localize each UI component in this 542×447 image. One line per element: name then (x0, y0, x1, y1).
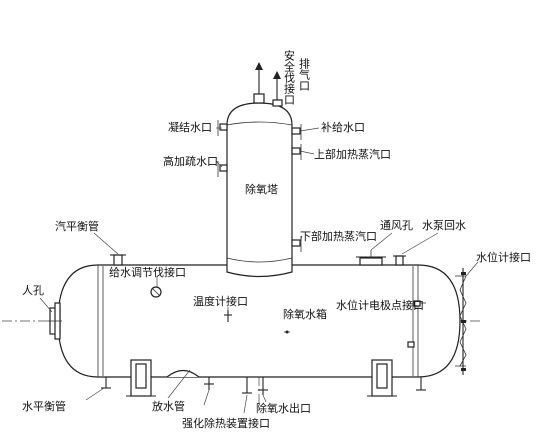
condensate-nozzle (219, 123, 228, 131)
deaerator-tower-shell (226, 102, 293, 278)
label-hp-drain: 高加疏水口 (163, 154, 218, 168)
label-safety-valve: 安全伐接口 (283, 49, 296, 105)
label-feedwater-valve: 给水调节伐接口 (109, 266, 186, 279)
hp-drain-nozzle (219, 164, 228, 172)
electrode-nozzles (407, 300, 426, 348)
feedwater-valve-nozzle (150, 286, 162, 298)
label-exhaust: 排气口 (298, 57, 311, 91)
label-pump-return: 水泵回水 (422, 219, 466, 232)
pump-return-nozzle (393, 255, 406, 266)
right-bottom-nozzle (416, 377, 426, 391)
label-level-gauge: 水位计接口 (476, 250, 531, 264)
upper-steam-nozzle (291, 147, 301, 155)
bottom-dome (166, 369, 200, 378)
water-balance-nozzle (101, 377, 111, 389)
makeup-nozzle (291, 127, 301, 135)
water-tank-shell (57, 264, 461, 378)
label-manhole: 人孔 (22, 284, 44, 297)
label-electrode: 水位计电极点接口 (336, 298, 424, 312)
label-steam-balance: 汽平衡管 (55, 219, 99, 233)
reheater-nozzle (242, 377, 252, 394)
outlet-nozzle (258, 377, 268, 395)
label-lower-steam: 下部加热蒸汽口 (300, 229, 377, 243)
label-water-tank: 除氧水箱 (283, 307, 327, 321)
vent-hole-nozzle (356, 250, 386, 266)
safety-valve-nozzle (272, 71, 283, 107)
label-condensate: 凝结水口 (168, 120, 212, 134)
label-outlet: 除氧水出口 (256, 401, 311, 415)
left-saddle (126, 359, 156, 397)
drain-nozzle (204, 377, 214, 390)
label-deaerator-tower: 除氧塔 (245, 182, 278, 196)
label-vent-hole: 通风孔 (380, 219, 413, 232)
steam-balance-nozzle (110, 254, 126, 266)
manhole-flange (48, 302, 62, 340)
label-water-balance: 水平衡管 (22, 399, 66, 413)
label-makeup-water: 补给水口 (321, 121, 365, 134)
level-gauge-frame (455, 268, 467, 375)
label-upper-steam: 上部加热蒸汽口 (314, 147, 391, 161)
leader-lines (39, 127, 479, 414)
lower-steam-nozzle (291, 239, 301, 247)
exhaust-nozzle (253, 62, 265, 104)
right-saddle (367, 359, 397, 397)
label-drain-pipe: 放水管 (152, 399, 185, 413)
label-thermometer: 温度计接口 (193, 294, 248, 308)
label-reheater: 强化除热装置接口 (182, 416, 270, 430)
